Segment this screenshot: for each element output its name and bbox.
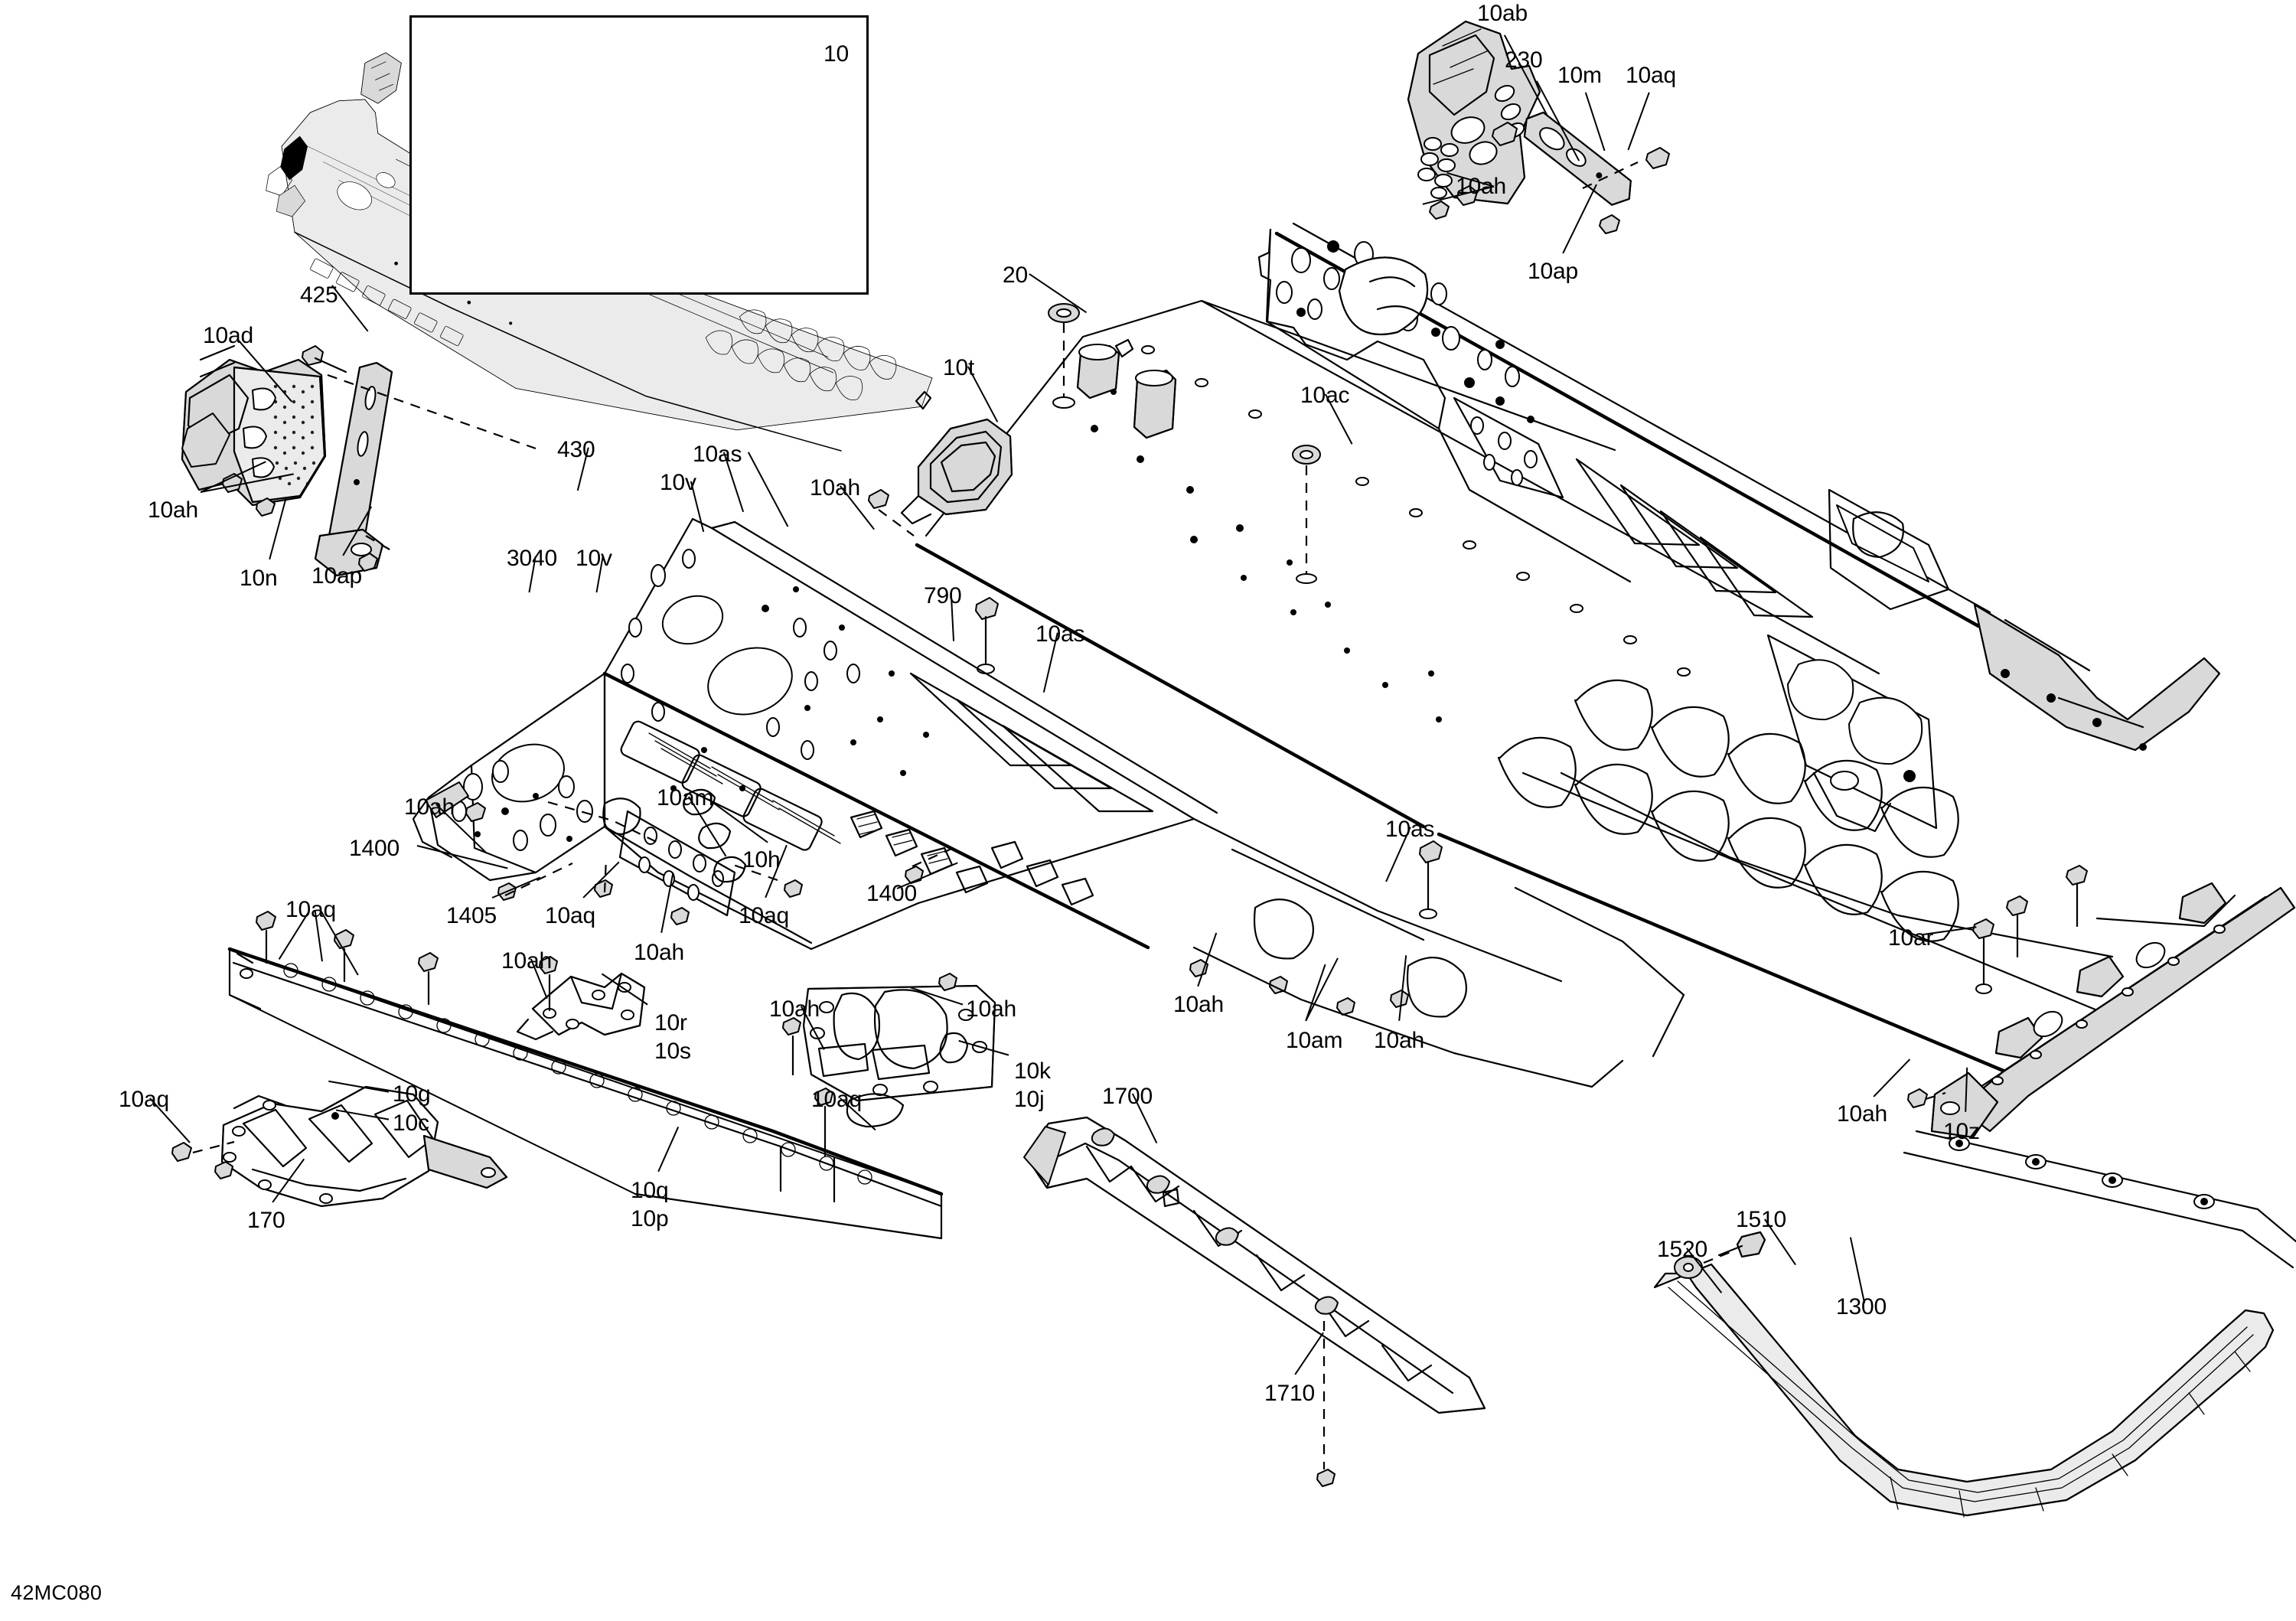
leader-line [601,973,648,1006]
callout-10t: 10t [943,355,975,380]
callout-10ad: 10ad [203,323,253,348]
callout-10m: 10m [1557,63,1602,88]
callout-20: 20 [1003,263,1028,288]
callout-10q: 10q [631,1178,669,1203]
bumper-1300 [1653,1130,2296,1518]
leader-line [272,1158,305,1203]
center-chassis-plate [412,517,1685,1088]
callout-1700: 1700 [1102,1084,1153,1109]
callout-10aq: 10aq [285,897,336,922]
callout-10aq: 10aq [739,903,789,928]
callout-10ac: 10ac [1300,383,1350,408]
leader-line [342,506,372,556]
callout-10ah: 10ah [404,794,455,820]
callout-10ap: 10ap [1528,259,1578,284]
callout-10ah: 10ah [810,475,860,501]
callout-1300: 1300 [1836,1294,1887,1319]
callout-10v: 10v [660,470,696,495]
diagram-code: 42MC080 [11,1581,103,1604]
leader-line [1965,1067,1968,1112]
leader-line [1197,932,1217,987]
callout-10g: 10g [393,1081,431,1107]
callout-3040: 3040 [507,546,557,571]
leader-line [1873,1058,1910,1098]
callout-10s: 10s [654,1039,691,1064]
leader-line [269,497,287,560]
leader-line [657,1127,679,1173]
callout-1520: 1520 [1657,1237,1707,1262]
callout-10aq: 10aq [545,903,595,928]
callout-10ah: 10ah [966,996,1016,1022]
callout-425: 425 [300,282,338,308]
callout-10am: 10am [1286,1028,1343,1053]
leader-line [1536,80,1580,161]
leader-line [958,1040,1009,1056]
callout-10ah: 10ah [501,948,552,974]
leader-line [1627,92,1650,151]
callout-1710: 1710 [1264,1381,1315,1406]
callout-10k: 10k [1014,1058,1051,1084]
callout-10am: 10am [657,785,714,810]
leader-line [416,845,508,869]
leader-line [200,473,294,493]
callout-10j: 10j [1014,1087,1045,1112]
callout-10ap: 10ap [311,563,362,589]
callout-10ah: 10ah [1837,1101,1887,1127]
leader-line [707,798,768,843]
callout-10r: 10r [654,1010,687,1036]
callout-230: 230 [1505,47,1543,73]
leader-line [1305,957,1339,1022]
leader-line [910,987,964,1006]
left-rail-10q-10p [227,911,944,1240]
callout-1510: 1510 [1736,1207,1786,1232]
callout-10n: 10n [240,566,278,591]
callout-10: 10 [823,41,849,67]
leader-line [582,861,620,899]
leader-line [491,876,540,899]
leader-line [1294,1332,1324,1375]
callout-430: 430 [557,437,595,462]
callout-10ah: 10ah [769,996,820,1022]
leader-line [1585,92,1606,152]
callout-10h: 10h [742,847,781,872]
leader-line [238,340,293,403]
callout-10ah: 10ah [1173,992,1224,1017]
left-footrest-assembly [181,344,536,577]
callout-10as: 10as [693,442,742,467]
callout-10ah: 10ah [148,497,198,523]
callout-10as: 10as [1035,621,1085,647]
callout-10c: 10c [393,1111,429,1136]
callout-10ab: 10ab [1477,1,1528,26]
callout-1400: 1400 [349,836,400,861]
running-board-1700 [1023,1116,1486,1487]
callout-10aq: 10aq [119,1087,169,1112]
callout-10ah: 10ah [1374,1028,1424,1053]
callout-10ah: 10ah [634,940,684,965]
leader-line [335,1109,390,1120]
callout-10ah: 10ah [1456,174,1506,199]
leader-line [1029,273,1088,313]
callout-10aq: 10aq [1626,63,1676,88]
leader-line [1849,1237,1865,1303]
callout-170: 170 [247,1208,285,1233]
leader-line [1562,184,1597,254]
callout-10aq: 10aq [811,1087,862,1112]
callout-10z: 10z [1943,1119,1980,1144]
leader-line [200,461,266,493]
leader-line [748,452,789,527]
callout-10ar: 10ar [1888,925,1934,951]
leader-line [660,872,674,933]
lower-left-bracket-170 [171,1085,508,1208]
leader-line [328,1081,390,1093]
callout-10as: 10as [1385,817,1435,842]
leader-line [1398,955,1407,1021]
main-tunnel-right [1257,222,2236,1074]
callout-1400: 1400 [866,881,917,906]
inset-overview-box [409,15,869,295]
callout-1405: 1405 [446,903,497,928]
callout-790: 790 [924,583,962,608]
callout-10p: 10p [631,1206,669,1231]
callout-10v: 10v [576,546,612,571]
